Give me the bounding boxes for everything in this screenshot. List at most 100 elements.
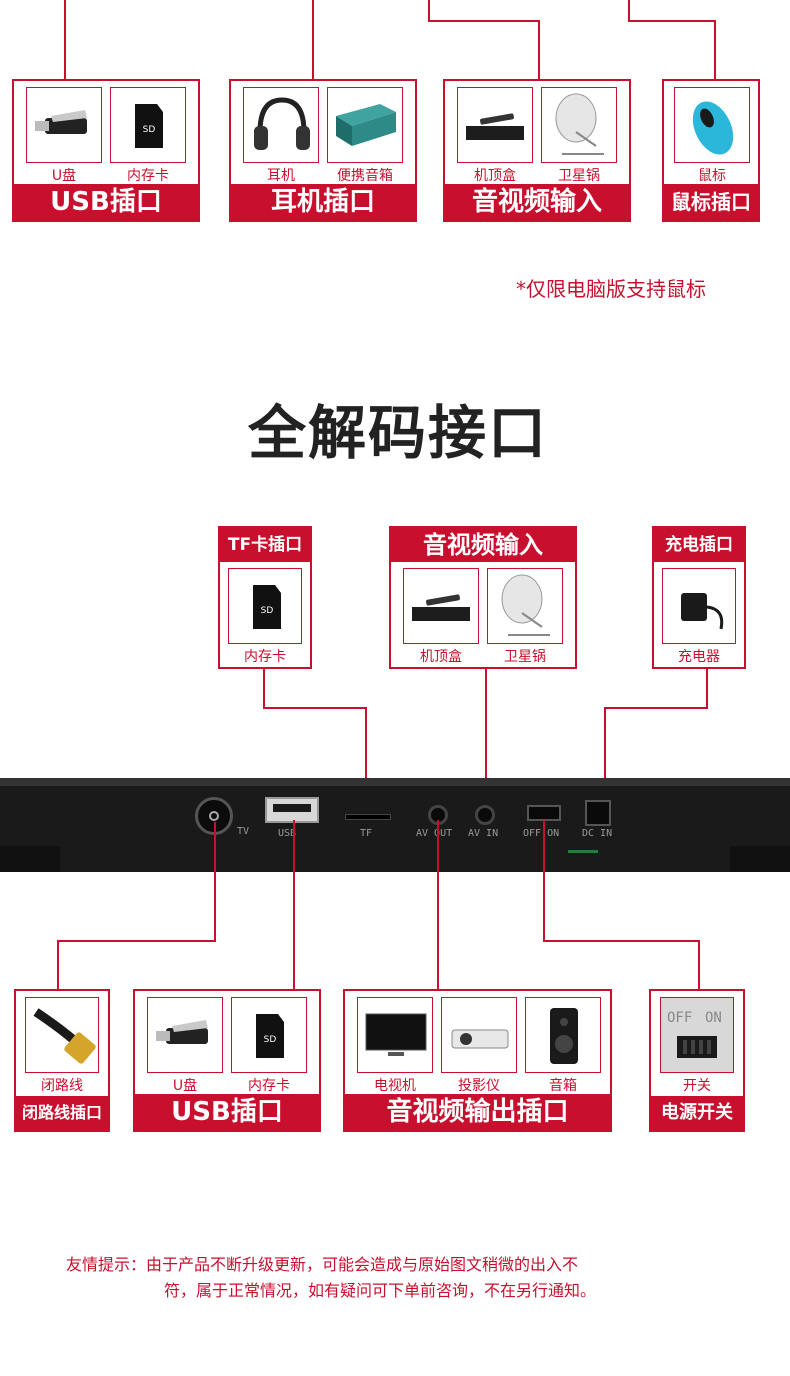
connector-line: [543, 820, 545, 942]
footer-note: 友情提示：由于产品不断升级更新，可能会造成与原始图文稍微的出入不 符，属于正常情…: [66, 1252, 706, 1304]
usb-drive-icon: [35, 110, 87, 134]
item-caption: U盘: [51, 168, 77, 184]
set-top-box-icon: [466, 113, 524, 140]
group-label: 电源开关: [651, 1096, 743, 1130]
item-caption: 耳机: [267, 168, 295, 184]
headphone-port-group: 耳机 便携音箱 耳机插口: [229, 79, 417, 222]
panel-foot: [0, 846, 60, 872]
usb-drive-thumb: [147, 997, 223, 1073]
item-caption: 开关: [683, 1078, 711, 1094]
item-caption: 内存卡: [248, 1078, 290, 1094]
headphones-thumb: [243, 87, 319, 163]
switch-off-label: OFF: [667, 1010, 693, 1026]
coax-cable-thumb: [25, 997, 99, 1073]
connector-line: [538, 20, 540, 80]
port-label: DC IN: [582, 828, 613, 839]
charger-icon: [681, 593, 724, 630]
item-caption: 音箱: [549, 1078, 577, 1094]
memory-card-icon: SD: [256, 1014, 284, 1058]
mouse-port-group: 鼠标 鼠标插口: [662, 79, 760, 222]
group-label: USB插口: [14, 184, 198, 220]
connector-line: [57, 940, 59, 990]
connector-line: [365, 707, 367, 817]
memory-card-icon: SD: [253, 585, 281, 629]
group-label: 音视频输入: [445, 184, 629, 220]
item-caption: 卫星锅: [558, 168, 600, 184]
power-switch-thumb: OFF ON: [660, 997, 734, 1073]
port-label: TV: [237, 826, 250, 837]
tf-card-group: TF卡插口 SD 内存卡: [218, 526, 312, 669]
connector-line: [485, 669, 487, 819]
coax-cable-icon: [33, 1008, 96, 1064]
connector-line: [263, 707, 367, 709]
connector-line: [428, 0, 430, 22]
satellite-dish-thumb: [541, 87, 617, 163]
group-title: 音视频输入: [391, 528, 575, 562]
port-label: OFF ON: [523, 828, 560, 839]
memory-card-thumb: SD: [228, 568, 302, 644]
svg-text:SD: SD: [261, 606, 274, 616]
port-label: AV OUT: [416, 828, 453, 839]
satellite-dish-icon: [555, 93, 604, 155]
dc-in-port: [585, 800, 611, 826]
usb-drive-icon: [156, 1020, 208, 1044]
memory-card-icon: SD: [135, 104, 163, 148]
footer-line-2: 符，属于正常情况，如有疑问可下单前咨询，不在另行通知。: [164, 1281, 597, 1300]
connector-line: [628, 20, 716, 22]
item-caption: 机顶盒: [420, 649, 462, 665]
coax-port-group: 闭路线 闭路线插口: [14, 989, 110, 1132]
panel-edge: [0, 778, 790, 786]
item-caption: U盘: [172, 1078, 198, 1094]
section-title: 全解码接口: [248, 399, 549, 467]
item-caption: 内存卡: [244, 649, 286, 665]
port-label: USB: [278, 828, 297, 839]
group-label: USB插口: [135, 1094, 319, 1130]
item-caption: 投影仪: [458, 1078, 500, 1094]
tv-thumb: [357, 997, 433, 1073]
usb-lower-group: U盘 SD 内存卡 USB插口: [133, 989, 321, 1132]
memory-card-thumb: SD: [110, 87, 186, 163]
footer-line-1: 友情提示：由于产品不断升级更新，可能会造成与原始图文稍微的出入不: [66, 1255, 579, 1274]
group-label: 音视频输出插口: [345, 1094, 610, 1130]
item-caption: 机顶盒: [474, 168, 516, 184]
charger-thumb: [662, 568, 736, 644]
satellite-dish-icon: [501, 574, 550, 636]
connector-line: [628, 0, 630, 22]
portable-speaker-icon: [336, 104, 396, 146]
set-top-box-icon: [412, 594, 470, 621]
item-caption: 充电器: [678, 649, 720, 665]
connector-line: [428, 20, 540, 22]
connector-line: [293, 820, 295, 990]
group-title: TF卡插口: [220, 528, 310, 562]
connector-line: [604, 707, 606, 805]
connector-line: [706, 669, 708, 709]
mouse-icon: [692, 101, 734, 155]
port-label: AV IN: [468, 828, 499, 839]
mouse-support-note: *仅限电脑版支持鼠标: [516, 277, 706, 301]
charging-port-group: 充电插口 充电器: [652, 526, 746, 669]
power-switch-group: OFF ON 开关 电源开关: [649, 989, 745, 1132]
connector-line: [214, 822, 216, 942]
panel-foot: [730, 846, 790, 872]
mouse-thumb: [674, 87, 750, 163]
connector-line: [312, 0, 314, 80]
group-label: 鼠标插口: [664, 184, 758, 220]
connector-line: [57, 940, 216, 942]
memory-card-thumb: SD: [231, 997, 307, 1073]
item-caption: 内存卡: [127, 168, 169, 184]
group-label: 闭路线插口: [16, 1096, 108, 1130]
connector-line: [64, 0, 66, 80]
av-output-group: 电视机 投影仪 音箱 音视频输出插口: [343, 989, 612, 1132]
tv-icon: [365, 1013, 427, 1056]
connector-line: [698, 940, 700, 990]
usb-port: [265, 797, 319, 823]
connector-line: [543, 940, 700, 942]
satellite-dish-thumb: [487, 568, 563, 644]
usb-port-group: U盘 SD 内存卡 USB插口: [12, 79, 200, 222]
switch-on-label: ON: [705, 1010, 722, 1026]
port-label: TF: [360, 828, 373, 839]
headphones-icon: [254, 97, 310, 150]
item-caption: 便携音箱: [337, 168, 393, 184]
connector-line: [263, 669, 265, 709]
set-top-box-thumb: [403, 568, 479, 644]
